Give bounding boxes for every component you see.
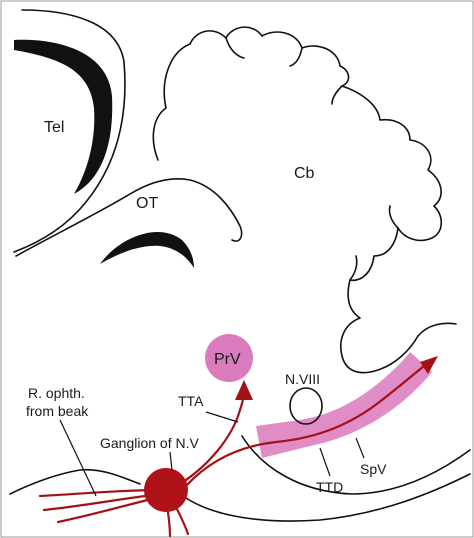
label-prv: PrV — [214, 351, 241, 368]
ttd-arrowhead — [420, 356, 438, 374]
cerebellum-fold — [331, 85, 343, 105]
ganglion-leader-line — [169, 451, 173, 471]
cerebellum-fold — [349, 255, 358, 281]
nerve-fiber — [42, 492, 164, 512]
prv-nucleus — [205, 334, 253, 382]
label-ganglion-nv: Ganglion of N.V — [100, 435, 199, 451]
ventral-outline — [9, 468, 141, 495]
r-ophth-leader-line — [59, 419, 97, 497]
telencephalon-black-crescent — [14, 39, 113, 194]
cerebellum-fold — [225, 37, 245, 59]
label-r-ophth-line1: R. ophth. — [28, 385, 85, 401]
label-tta: TTA — [178, 393, 204, 409]
label-ot: OT — [136, 195, 158, 212]
cerebellum-outline — [152, 26, 457, 374]
spv-tract-band — [256, 352, 432, 458]
brainstem-inner-contour — [241, 435, 471, 495]
ganglion-nv — [144, 468, 188, 512]
tta-leader-line — [205, 411, 239, 423]
spv-leader-line — [355, 437, 365, 459]
nviii-oval — [289, 387, 323, 425]
label-spv: SpV — [360, 461, 387, 477]
ttd-leader-line — [319, 447, 331, 477]
label-cb: Cb — [294, 165, 315, 182]
label-r-ophth-line2: from beak — [26, 403, 89, 419]
cerebellum-fold — [388, 205, 399, 229]
label-tel: Tel — [44, 119, 64, 136]
label-ttd: TTD — [316, 479, 343, 495]
brainstem-outline — [185, 473, 471, 522]
optic-tectum-black-crescent — [100, 231, 194, 268]
telencephalon-outline — [13, 9, 126, 253]
label-nviii: N.VIII — [285, 371, 320, 387]
ttd-fiber — [184, 364, 426, 488]
optic-tectum-outline — [15, 177, 243, 257]
cerebellum-fold — [289, 47, 303, 67]
tta-arrowhead — [235, 380, 253, 400]
nerve-fiber — [38, 488, 162, 498]
